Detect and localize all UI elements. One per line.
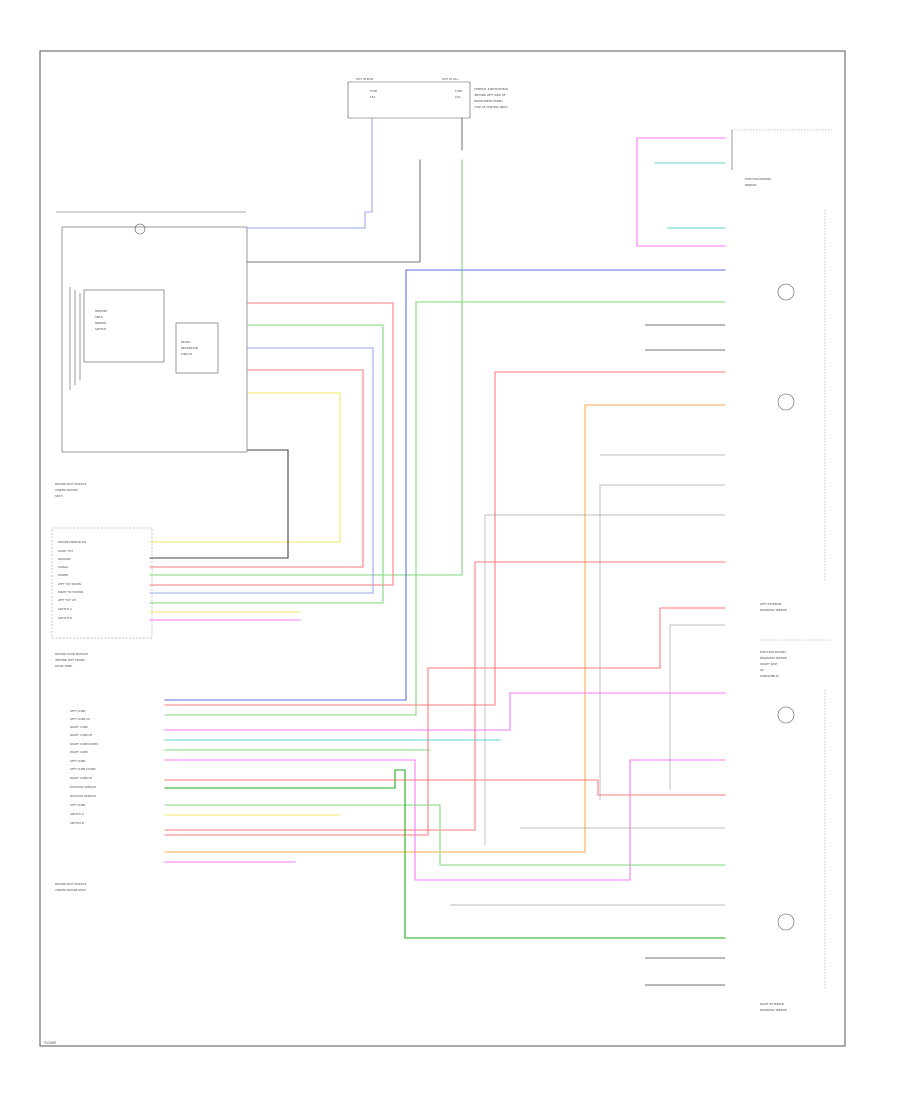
connector-box-2: LEFT CURB LEFT CURB UP RIGHT CURB RIGHT …: [55, 709, 98, 892]
svg-text:MEMORY: MEMORY: [95, 309, 108, 313]
svg-text:15A: 15A: [370, 95, 376, 99]
svg-text:RIGHT CURB DOWN: RIGHT CURB DOWN: [70, 742, 98, 746]
svg-text:POSITION SENSOR: POSITION SENSOR: [70, 785, 96, 789]
svg-text:(UNDER DRIVER: (UNDER DRIVER: [55, 488, 78, 492]
svg-text:SWITCH B: SWITCH B: [70, 821, 84, 825]
svg-text:SWITCH: SWITCH: [95, 327, 106, 331]
mirror-motors: [777, 283, 795, 931]
svg-text:CENTRAL JUNCTION BOX: CENTRAL JUNCTION BOX: [474, 87, 508, 91]
svg-text:RIGHT CURB: RIGHT CURB: [70, 725, 88, 729]
svg-text:RIGHT CURB: RIGHT CURB: [70, 750, 88, 754]
svg-text:LEFT CURB UP: LEFT CURB UP: [70, 717, 90, 721]
svg-text:LEFT CURB: LEFT CURB: [70, 759, 85, 763]
svg-text:(BEHIND LEFT FRONT: (BEHIND LEFT FRONT: [55, 658, 85, 662]
svg-text:REARVIEW MIRROR: REARVIEW MIRROR: [760, 656, 787, 660]
svg-text:PROCESSOR: PROCESSOR: [181, 346, 198, 350]
svg-text:(BEHIND LEFT SIDE OF: (BEHIND LEFT SIDE OF: [474, 93, 506, 97]
right-box-lower: ELECTROCHROMIC REARVIEW MIRROR (RIGHT SI…: [760, 639, 832, 1012]
svg-text:SWITCH A: SWITCH A: [58, 607, 72, 611]
svg-text:(TOP OF CENTRAL JBOX): (TOP OF CENTRAL JBOX): [474, 105, 508, 109]
svg-text:SEAT): SEAT): [55, 494, 63, 498]
svg-text:LEFT CURB DOWN: LEFT CURB DOWN: [70, 767, 95, 771]
right-box-upper: ELECTROCHROMIC MIRROR LEFT EXTERIOR REAR…: [731, 129, 832, 612]
svg-text:REARVIEW MIRROR: REARVIEW MIRROR: [760, 1008, 787, 1012]
svg-text:SWITCH B: SWITCH B: [58, 616, 72, 620]
svg-text:LEFT EXTERIOR: LEFT EXTERIOR: [760, 602, 782, 606]
svg-text:DOOR TRIM): DOOR TRIM): [55, 664, 72, 668]
svg-text:REARVIEW MIRROR: REARVIEW MIRROR: [760, 608, 787, 612]
svg-text:MICRO-: MICRO-: [181, 340, 191, 344]
svg-text:HOT AT ALL: HOT AT ALL: [442, 77, 459, 81]
svg-text:15A: 15A: [455, 95, 461, 99]
svg-text:INSTRUMENT PANEL): INSTRUMENT PANEL): [474, 99, 503, 103]
svg-text:RIGHT TILT DOWN: RIGHT TILT DOWN: [58, 590, 83, 594]
memory-seat-module: MEMORY SEAT/ MIRROR SWITCH MICRO- PROCES…: [55, 211, 248, 498]
svg-text:POSITION SENSOR: POSITION SENSOR: [70, 794, 96, 798]
svg-text:LEFT TILT UP: LEFT TILT UP: [58, 598, 76, 602]
svg-text:(UNDER DRIVER SEAT): (UNDER DRIVER SEAT): [55, 888, 86, 892]
fuse-panel: HOT IN RUN HOT AT ALL FUSE 15A FUSE 15A …: [347, 77, 508, 119]
footer-code: Y11095: [44, 1041, 56, 1045]
svg-text:DRIVER SEAT MODULE: DRIVER SEAT MODULE: [55, 882, 87, 886]
svg-text:ELECTROCHROMIC: ELECTROCHROMIC: [760, 650, 786, 654]
svg-text:GROUND: GROUND: [58, 557, 71, 561]
svg-text:POWER: POWER: [58, 573, 68, 577]
connector-box-1: DRIVER MIRROR SW RIGHT TILT GROUND SIGNA…: [51, 527, 153, 668]
svg-text:LEFT TILT DOWN: LEFT TILT DOWN: [58, 582, 81, 586]
svg-text:DRIVER SEAT MODULE: DRIVER SEAT MODULE: [55, 482, 87, 486]
svg-text:LEFT CURB: LEFT CURB: [70, 709, 85, 713]
svg-text:OF: OF: [760, 668, 764, 672]
svg-text:SIGNAL: SIGNAL: [58, 565, 69, 569]
svg-text:SWITCH A: SWITCH A: [70, 812, 84, 816]
svg-text:RIGHT CURB UP: RIGHT CURB UP: [70, 733, 92, 737]
svg-text:SEAT/: SEAT/: [95, 315, 103, 319]
svg-text:RIGHT TILT: RIGHT TILT: [58, 549, 73, 553]
wires: [149, 117, 726, 986]
svg-text:MIRROR: MIRROR: [745, 183, 756, 187]
svg-text:DRIVER DOOR MODULE: DRIVER DOOR MODULE: [55, 652, 88, 656]
svg-text:LEFT CURB: LEFT CURB: [70, 803, 85, 807]
svg-text:RIGHT CURB UP: RIGHT CURB UP: [70, 776, 92, 780]
svg-text:FUSE: FUSE: [455, 89, 462, 93]
svg-text:WINDSHIELD): WINDSHIELD): [760, 674, 779, 678]
svg-text:MIRROR: MIRROR: [95, 321, 106, 325]
svg-text:(RIGHT SIDE: (RIGHT SIDE: [760, 662, 777, 666]
svg-text:FUSE: FUSE: [370, 89, 377, 93]
svg-text:RIGHT EXTERIOR: RIGHT EXTERIOR: [760, 1002, 784, 1006]
svg-text:ELECTROCHROMIC: ELECTROCHROMIC: [745, 177, 771, 181]
svg-text:HOT IN RUN: HOT IN RUN: [356, 77, 373, 81]
diagram-frame: [39, 50, 846, 1047]
svg-text:DRIVER MIRROR SW: DRIVER MIRROR SW: [58, 540, 86, 544]
svg-text:CIRCUIT: CIRCUIT: [181, 352, 192, 356]
